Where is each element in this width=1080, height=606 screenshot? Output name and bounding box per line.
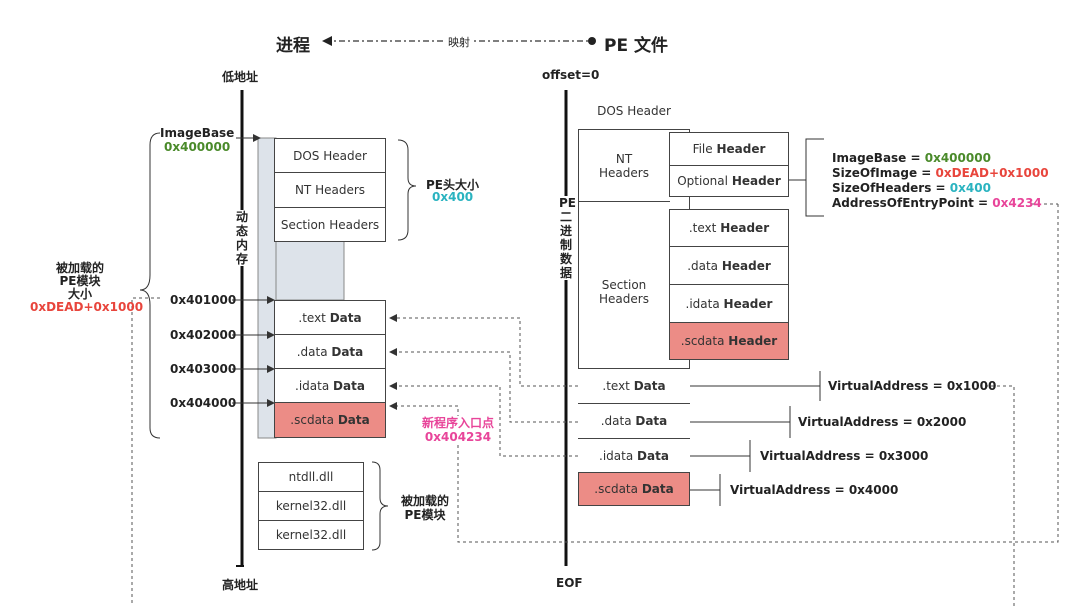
dll-ntdll: ntdll.dll [258,462,364,492]
proc-dos-header: DOS Header [274,138,386,173]
file-nt-headers: NT Headers [599,152,649,180]
proc-data-data: .data Data [274,335,386,369]
dll-kernel32-a: kernel32.dll [258,492,364,521]
field-imagebase: ImageBase = 0x400000 [832,151,991,165]
title-process: 进程 [276,36,310,56]
file-idata-data: .idata Data [578,439,690,473]
dll-kernel32-b: kernel32.dll [258,521,364,550]
scdata-header: .scdata Header [669,323,789,360]
file-data-data: .data Data [578,404,690,439]
pe-header-size-value: 0x400 [432,190,474,204]
field-sizeofheaders: SizeOfHeaders = 0x400 [832,181,991,195]
addr-idata: 0x403000 [170,362,237,376]
optional-fields: ImageBase = 0x400000 SizeOfImage = 0xDEA… [832,151,1049,211]
idata-header: .idata Header [669,285,789,323]
proc-scdata-data: .scdata Data [274,403,386,438]
va-idata: VirtualAddress = 0x3000 [760,449,929,463]
module-size-label: 被加载的 PE模块 大小 0xDEAD+0x1000 [30,261,144,314]
imagebase-label: ImageBase [160,126,235,140]
low-address-label: 低地址 [222,70,259,84]
va-data: VirtualAddress = 0x2000 [798,415,967,429]
mapping-arrow-dot [588,37,596,45]
addr-text: 0x401000 [170,293,237,307]
field-entrypoint: AddressOfEntryPoint = 0x4234 [832,196,1042,210]
new-entry-point-label: 新程序入口点 0x404234 [418,416,498,444]
high-address-label: 高地址 [222,578,259,592]
addr-data: 0x402000 [170,328,237,342]
file-header: File Header [669,132,789,166]
va-scdata: VirtualAddress = 0x4000 [730,483,899,497]
addr-scdata: 0x404000 [170,396,237,410]
proc-idata-data: .idata Data [274,369,386,403]
text-header: .text Header [669,209,789,247]
proc-section-headers: Section Headers [274,208,386,242]
field-sizeofimage: SizeOfImage = 0xDEAD+0x1000 [832,166,1049,180]
va-text: VirtualAddress = 0x1000 [828,379,997,393]
proc-nt-headers: NT Headers [274,173,386,208]
imagebase-value: 0x400000 [164,140,231,154]
offset-zero-label: offset=0 [542,68,600,82]
file-section-headers: Section Headers [599,278,649,306]
dynamic-memory-label: 动态内存 [235,210,249,266]
proc-text-data: .text Data [274,300,386,335]
file-scdata-data: .scdata Data [578,473,690,506]
memory-band-lower [275,239,345,301]
loaded-module-label: 被加载的 PE模块 [400,494,449,522]
file-text-data: .text Data [578,369,690,404]
file-dos-header: DOS Header [578,92,690,130]
optional-header: Optional Header [669,166,789,197]
mapping-arrow-head [322,36,332,46]
pe-header-size-label: PE头大小 [426,178,479,192]
title-mapping: 映射 [446,34,472,50]
pe-binary-label: PE二进制数据 [559,196,576,280]
eof-label: EOF [556,576,583,590]
data-header: .data Header [669,247,789,285]
title-pe-file: PE 文件 [604,36,668,56]
